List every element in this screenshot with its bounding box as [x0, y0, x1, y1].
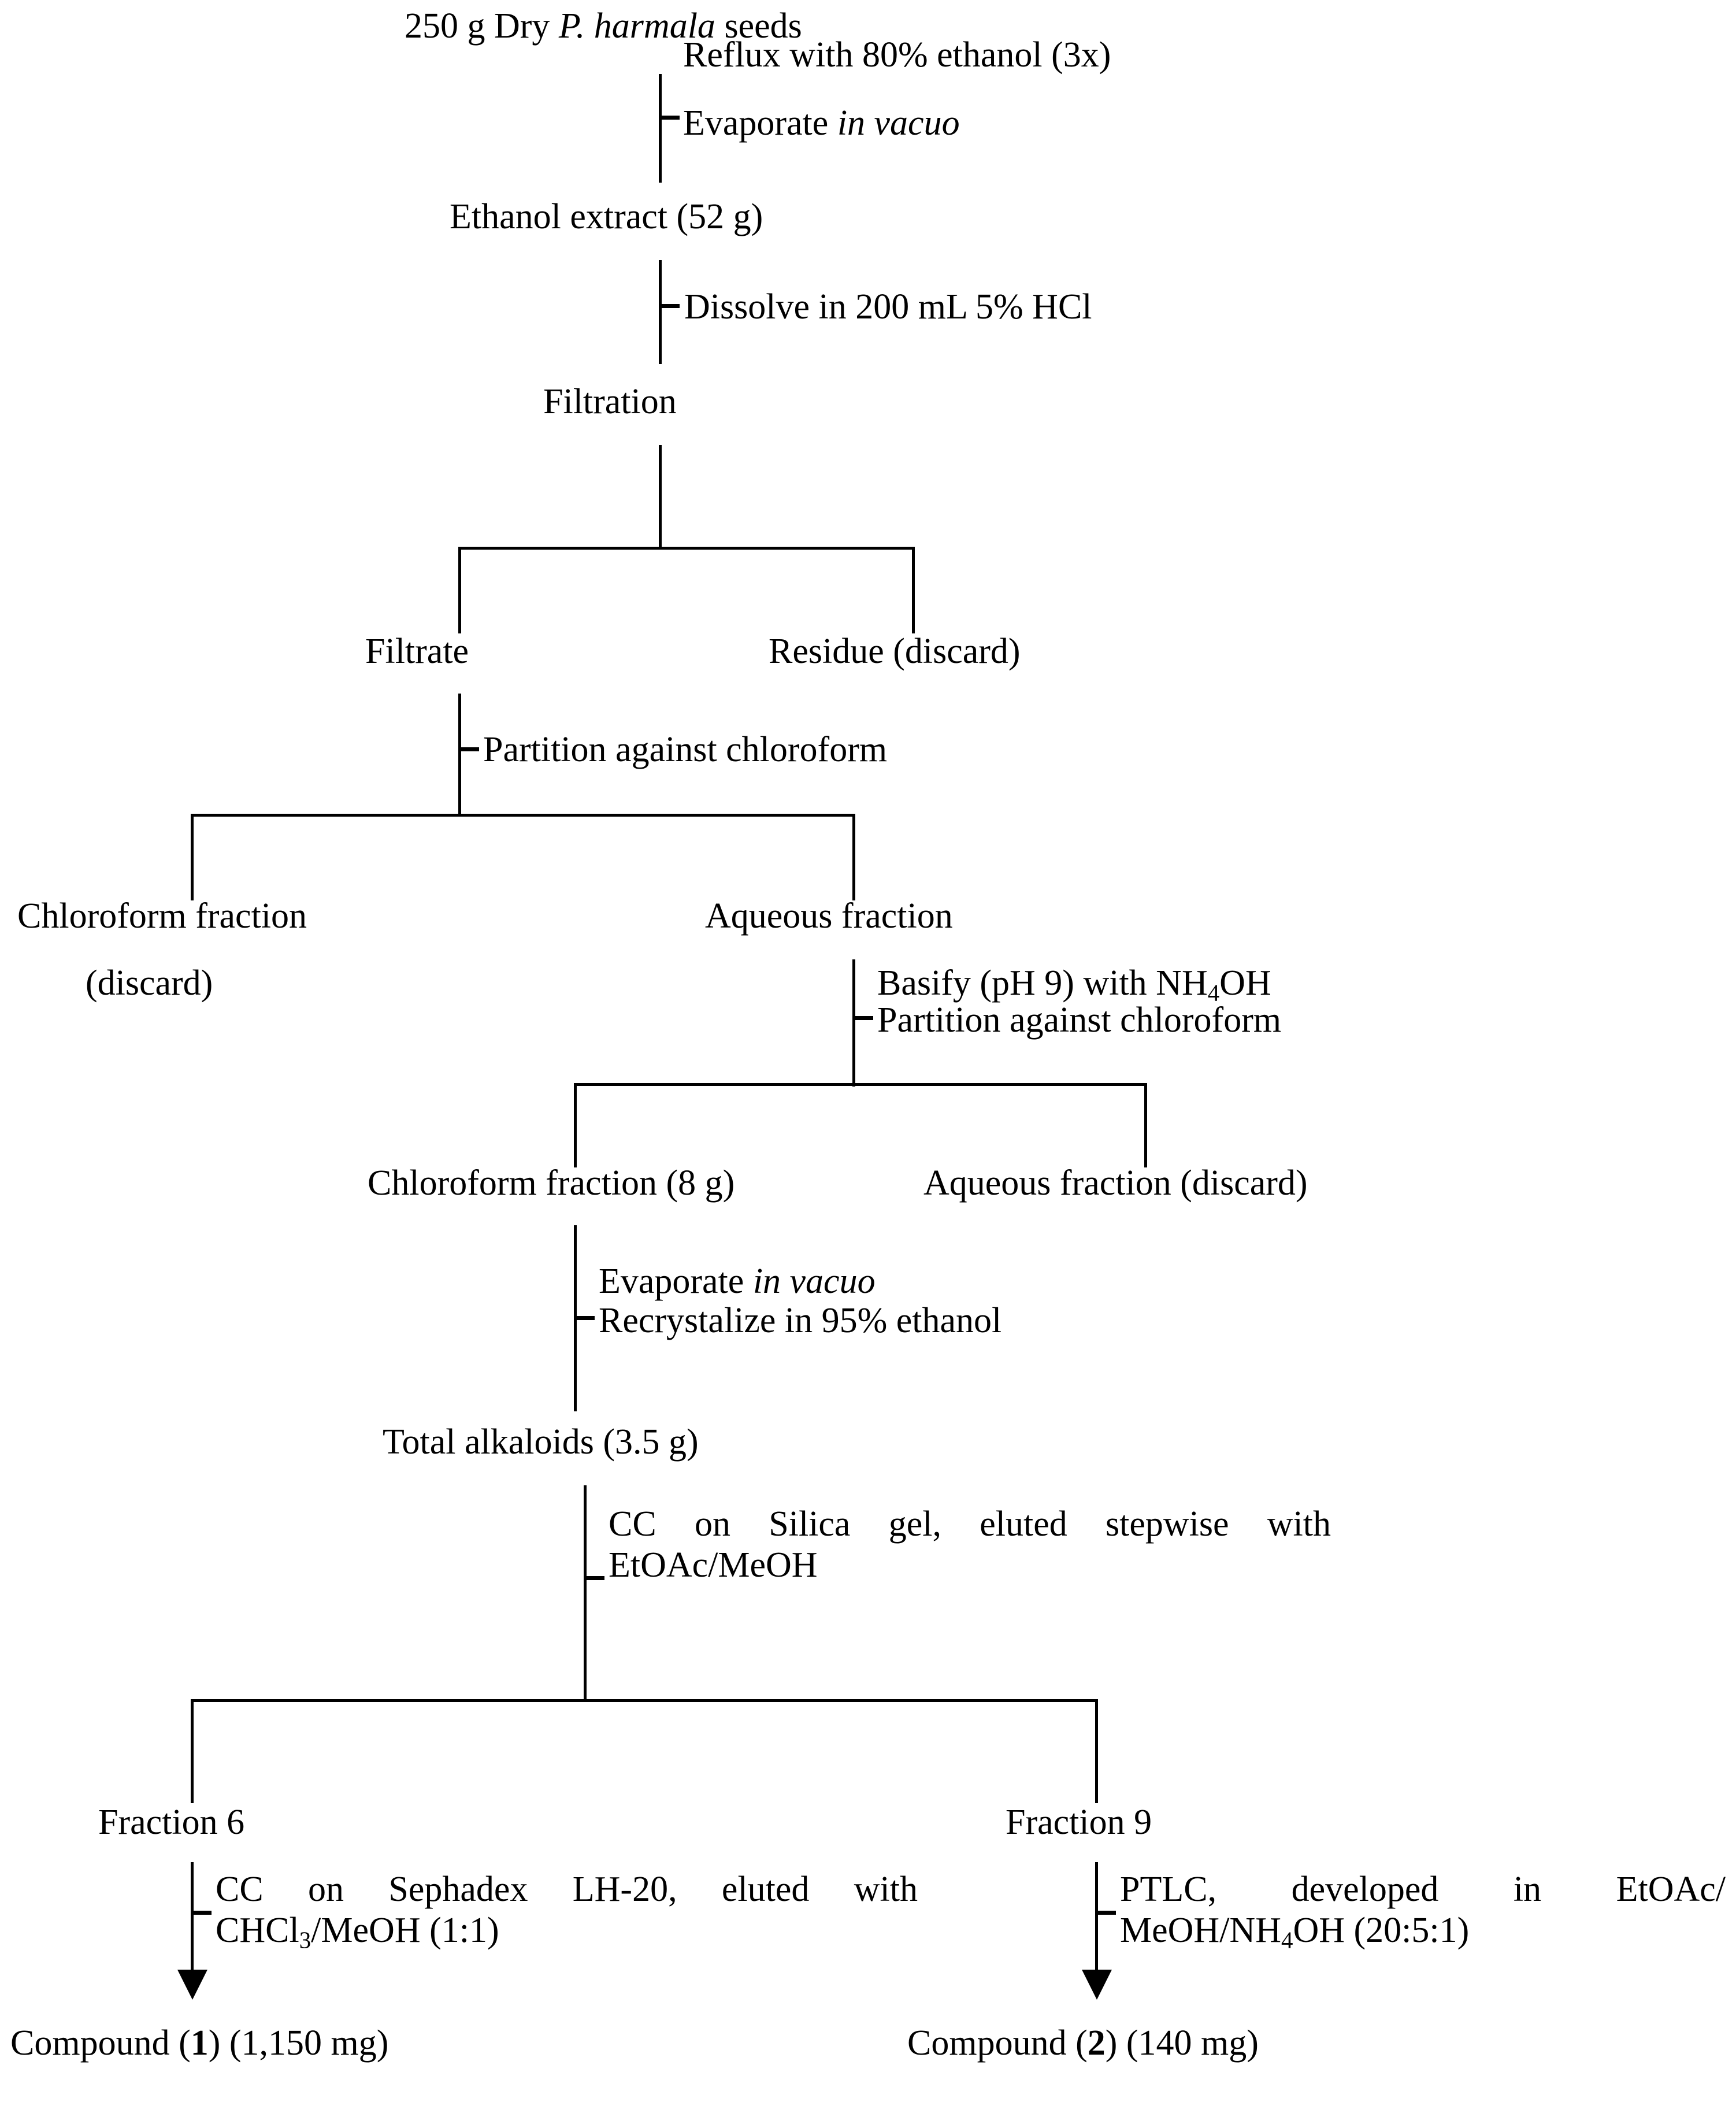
- fork-2-horizontal: [191, 814, 855, 817]
- connector-ethanol-to-filtration: [659, 260, 662, 364]
- fork-1-right-drop: [912, 547, 915, 633]
- step-evaporate-1-italic: in vacuo: [837, 103, 960, 143]
- connector-fraction6-stem: [191, 1862, 194, 1974]
- step-recrystalize: Recrystalize in 95% ethanol: [599, 1301, 1002, 1340]
- node-compound-2-prefix: Compound (: [907, 2023, 1088, 2063]
- step-cc-silica: CC on Silica gel, eluted stepwise with E…: [609, 1504, 1331, 1585]
- step-ptlc-line1: PTLC, developed in EtOAc/: [1120, 1870, 1726, 1909]
- step-evaporate-2-prefix: Evaporate: [599, 1262, 753, 1301]
- fork-3-right-drop: [1144, 1083, 1147, 1167]
- node-compound-1: Compound (1) (1,150 mg): [10, 2023, 388, 2064]
- fork-3-left-drop: [574, 1083, 577, 1167]
- connector-aqueous-stem: [852, 959, 855, 1087]
- connector-total-alkaloids-stem: [584, 1485, 587, 1701]
- step-evaporate-2: Evaporate in vacuo: [599, 1261, 876, 1302]
- arrowhead-compound-1: [177, 1970, 207, 2000]
- node-start-suffix: seeds: [715, 6, 802, 46]
- step-ptlc-line2-suffix: OH (20:5:1): [1293, 1910, 1470, 1950]
- step-basify: Basify (pH 9) with NH4OH: [877, 963, 1271, 1006]
- step-sephadex-line2-prefix: CHCl: [216, 1910, 299, 1950]
- step-evaporate-2-italic: in vacuo: [752, 1262, 876, 1301]
- node-filtration: Filtration: [543, 382, 677, 421]
- node-aqueous-fraction-discard: Aqueous fraction (discard): [923, 1163, 1308, 1203]
- step-ptlc: PTLC, developed in EtOAc/ MeOH/NH4OH (20…: [1120, 1869, 1726, 1953]
- tick-ptlc: [1095, 1911, 1116, 1915]
- fork-2-right-drop: [852, 814, 855, 900]
- fork-3-horizontal: [574, 1083, 1147, 1086]
- connector-fraction9-stem: [1095, 1862, 1098, 1974]
- step-cc-silica-line1: CC on Silica gel, eluted stepwise with: [609, 1504, 1331, 1544]
- node-compound-2-number: 2: [1087, 2023, 1106, 2063]
- step-basify-prefix: Basify (pH 9) with NH: [877, 963, 1208, 1003]
- step-basify-subscript: 4: [1207, 980, 1220, 1006]
- tick-reflux: [659, 116, 680, 120]
- fork-1-left-drop: [458, 547, 461, 633]
- step-reflux: Reflux with 80% ethanol (3x): [683, 35, 1111, 75]
- step-dissolve-hcl: Dissolve in 200 mL 5% HCl: [684, 287, 1092, 327]
- node-compound-2: Compound (2) (140 mg): [907, 2023, 1259, 2064]
- connector-filtration-stem: [659, 445, 662, 549]
- arrowhead-compound-2: [1082, 1970, 1112, 2000]
- step-sephadex-line1: CC on Sephadex LH-20, eluted with: [216, 1870, 918, 1909]
- fork-4-right-drop: [1095, 1699, 1098, 1803]
- step-sephadex: CC on Sephadex LH-20, eluted with CHCl3/…: [216, 1869, 918, 1953]
- step-cc-silica-line2: EtOAc/MeOH: [609, 1545, 818, 1585]
- node-start: 250 g Dry P. harmala seeds: [405, 6, 802, 47]
- step-ptlc-line2: MeOH/NH4OH (20:5:1): [1120, 1910, 1726, 1953]
- node-total-alkaloids: Total alkaloids (3.5 g): [383, 1422, 699, 1462]
- tick-cc-silica: [584, 1576, 604, 1580]
- node-residue: Residue (discard): [769, 632, 1021, 671]
- node-aqueous-fraction: Aqueous fraction: [705, 896, 953, 936]
- node-chloroform-fraction-discard-line1: Chloroform fraction: [17, 896, 307, 936]
- node-start-prefix: 250 g Dry: [405, 6, 559, 46]
- node-compound-2-suffix: ) (140 mg): [1105, 2023, 1259, 2063]
- tick-sephadex: [191, 1911, 212, 1915]
- node-chloroform-fraction-discard-line2: (discard): [86, 963, 213, 1003]
- node-ethanol-extract: Ethanol extract (52 g): [450, 197, 763, 236]
- node-chloroform-fraction-8g: Chloroform fraction (8 g): [368, 1163, 735, 1203]
- tick-partition-chloroform-1: [458, 747, 479, 751]
- node-start-species: P. harmala: [558, 6, 715, 46]
- node-fraction-6: Fraction 6: [98, 1803, 245, 1842]
- step-ptlc-line2-prefix: MeOH/NH: [1120, 1910, 1281, 1950]
- node-compound-1-number: 1: [190, 2023, 209, 2063]
- connector-filtrate-stem: [458, 694, 461, 816]
- step-sephadex-line2-suffix: /MeOH (1:1): [311, 1910, 499, 1950]
- step-evaporate-1-prefix: Evaporate: [683, 103, 837, 143]
- node-filtrate: Filtrate: [365, 632, 469, 671]
- step-partition-chloroform-2: Partition against chloroform: [877, 1000, 1282, 1040]
- step-ptlc-line2-subscript: 4: [1281, 1927, 1293, 1953]
- connector-start-to-ethanol: [659, 74, 662, 183]
- tick-basify: [852, 1016, 873, 1020]
- step-sephadex-line2-subscript: 3: [299, 1927, 311, 1953]
- step-sephadex-line2: CHCl3/MeOH (1:1): [216, 1910, 918, 1953]
- fork-1-horizontal: [458, 547, 915, 550]
- step-basify-suffix: OH: [1219, 963, 1271, 1003]
- tick-evaporate-recrystalize: [574, 1316, 595, 1320]
- step-evaporate-1: Evaporate in vacuo: [683, 103, 960, 144]
- node-fraction-9: Fraction 9: [1006, 1803, 1152, 1842]
- fork-2-left-drop: [191, 814, 194, 900]
- fork-4-left-drop: [191, 1699, 194, 1803]
- step-partition-chloroform-1: Partition against chloroform: [483, 730, 888, 769]
- node-compound-1-prefix: Compound (: [10, 2023, 191, 2063]
- node-compound-1-suffix: ) (1,150 mg): [208, 2023, 389, 2063]
- tick-dissolve-hcl: [659, 304, 680, 308]
- fork-4-horizontal: [191, 1699, 1098, 1702]
